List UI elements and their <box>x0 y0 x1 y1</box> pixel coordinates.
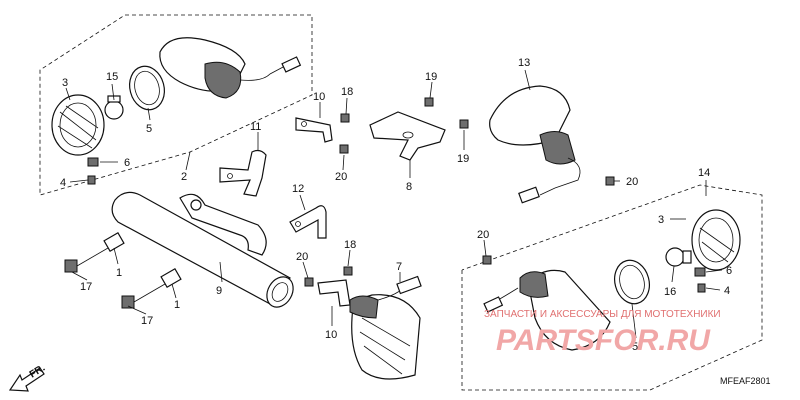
lower-right-ring <box>614 259 650 305</box>
callout-4: 4 <box>60 177 66 189</box>
callout-8: 8 <box>406 181 412 193</box>
callout-7: 7 <box>396 261 402 273</box>
callout-6: 6 <box>726 265 732 277</box>
callout-2: 2 <box>181 171 187 183</box>
upper-right-signal-housing <box>489 85 581 204</box>
bracket-10-lower <box>317 279 351 307</box>
callout-16: 16 <box>664 286 676 298</box>
callout-3: 3 <box>658 214 664 226</box>
callout-9: 9 <box>216 285 222 297</box>
upper-left-nut <box>87 157 99 185</box>
lower-right-bulb <box>665 247 692 267</box>
callout-17: 17 <box>80 281 92 293</box>
bolt-18-lower <box>343 266 353 276</box>
diagram-code: MFEAF2801 <box>720 376 771 386</box>
bracket-12 <box>289 205 327 239</box>
bolt-19-lower <box>459 119 469 129</box>
leader-lines <box>65 69 723 339</box>
callout-20: 20 <box>477 229 489 241</box>
callout-1: 1 <box>174 299 180 311</box>
watermark-logo-text: PARTSFOR.RU <box>496 324 711 357</box>
callout-18: 18 <box>341 86 353 98</box>
mounting-bar <box>111 191 294 308</box>
callout-10: 10 <box>313 91 325 103</box>
callout-19: 19 <box>457 153 469 165</box>
callout-20: 20 <box>335 171 347 183</box>
callout-20: 20 <box>296 251 308 263</box>
screw-20-lower-right <box>482 255 492 265</box>
callout-20: 20 <box>626 176 638 188</box>
callout-6: 6 <box>124 157 130 169</box>
bracket-10-upper <box>295 117 333 143</box>
callout-4: 4 <box>724 285 730 297</box>
callout-3: 3 <box>62 77 68 89</box>
bolt-19-upper <box>424 97 434 107</box>
bracket-11 <box>219 149 267 197</box>
callout-10: 10 <box>325 329 337 341</box>
bolt-17-upper <box>64 231 125 273</box>
upper-left-lens <box>51 94 105 156</box>
boundary-right-assembly <box>461 184 763 391</box>
bolt-17-lower <box>121 267 182 309</box>
callout-19: 19 <box>425 71 437 83</box>
watermark: ЗАПЧАСТИ И АКСЕССУАРЫ ДЛЯ МОТОТЕХНИКИ PA… <box>484 309 721 357</box>
screw-20-mid <box>304 277 314 287</box>
lower-right-nut <box>694 267 706 293</box>
lower-right-signal-housing <box>483 269 611 351</box>
callout-11: 11 <box>250 121 261 133</box>
callout-12: 12 <box>292 183 304 195</box>
bolt-18-upper <box>340 113 350 123</box>
callout-1: 1 <box>116 267 122 279</box>
watermark-tagline: ЗАПЧАСТИ И АКСЕССУАРЫ ДЛЯ МОТОТЕХНИКИ <box>484 309 721 320</box>
front-direction-arrow: FR. <box>8 363 47 392</box>
callout-13: 13 <box>518 57 530 69</box>
lower-right-lens <box>691 209 741 271</box>
callout-15: 15 <box>106 71 118 83</box>
upper-left-signal-housing <box>159 37 302 99</box>
callout-17: 17 <box>141 315 153 327</box>
bracket-8 <box>369 111 446 161</box>
callout-5: 5 <box>632 341 638 353</box>
upper-left-ring <box>129 65 165 111</box>
callout-18: 18 <box>344 239 356 251</box>
lower-middle-signal <box>349 275 422 380</box>
callout-5: 5 <box>146 123 152 135</box>
callout-labels: 15 3 5 6 4 2 10 18 11 20 19 19 8 13 20 1… <box>60 57 732 353</box>
screw-20-right <box>605 176 615 186</box>
callout-14: 14 <box>698 167 710 179</box>
screw-20-upper <box>339 144 349 154</box>
